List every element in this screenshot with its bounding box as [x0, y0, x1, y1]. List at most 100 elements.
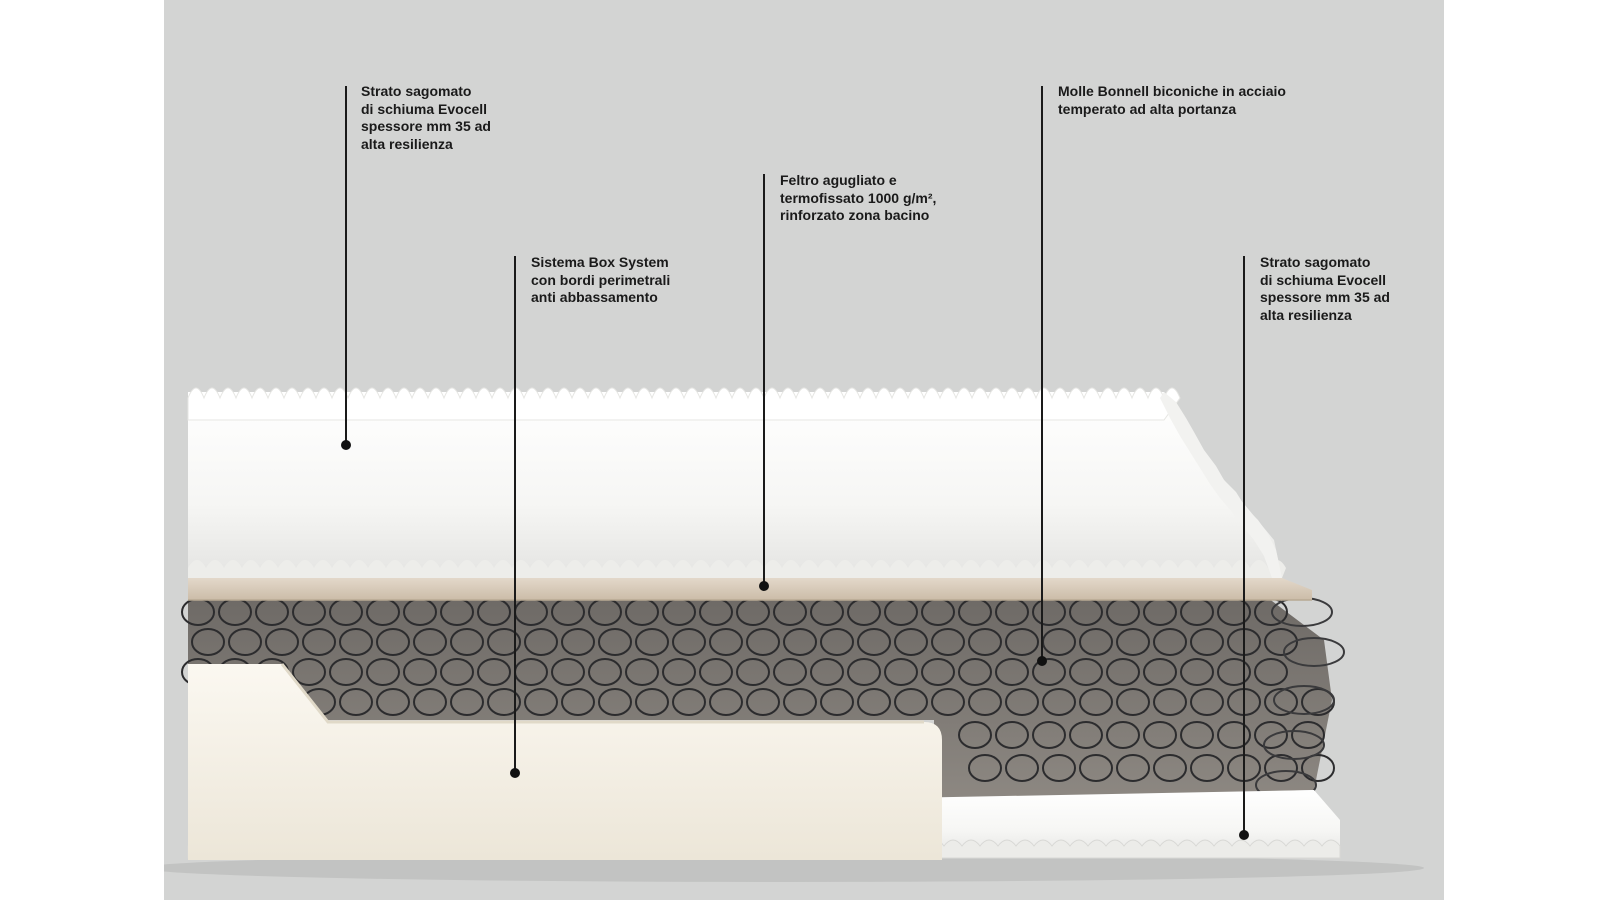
spring-coil	[736, 658, 770, 686]
spring-coil	[857, 628, 891, 656]
spring-coil	[931, 628, 965, 656]
spring-coil	[339, 688, 373, 716]
spring-coil	[524, 628, 558, 656]
spring-coil	[1264, 688, 1298, 716]
spring-coil	[1143, 721, 1177, 749]
marker-bottom-foam-right	[1239, 830, 1249, 840]
top-foam-underside	[188, 560, 1286, 578]
top-foam-profile	[187, 387, 1181, 421]
spring-coil	[1264, 628, 1298, 656]
spring-coil	[598, 688, 632, 716]
spring-coil	[1217, 658, 1251, 686]
callout-line: alta resilienza	[361, 135, 453, 152]
spring-coil	[191, 628, 225, 656]
callout-line: di schiuma Evocell	[361, 100, 488, 117]
top-foam-layer	[188, 392, 1282, 578]
spring-coil	[292, 658, 326, 686]
spring-coil	[968, 628, 1002, 656]
spring-coil	[773, 658, 807, 686]
mattress-illustration	[164, 387, 1424, 882]
spring-coil	[1190, 754, 1224, 782]
spring-coil	[1042, 754, 1076, 782]
spring-coil	[302, 628, 336, 656]
spring-coil	[1116, 688, 1150, 716]
callout-line: Feltro agugliato e	[780, 172, 897, 188]
spring-coil	[746, 688, 780, 716]
box-system-frame	[188, 664, 942, 860]
leader-line-felt	[763, 174, 765, 584]
spring-coil	[672, 688, 706, 716]
spring-coil	[588, 658, 622, 686]
spring-coil	[1190, 688, 1224, 716]
spring-coil	[413, 628, 447, 656]
spring-coil	[450, 688, 484, 716]
spring-coil	[1069, 658, 1103, 686]
spring-coil	[1254, 721, 1288, 749]
spring-coil	[635, 688, 669, 716]
callout-springs: Molle Bonnell biconiche in acciaio tempe…	[1058, 83, 1286, 118]
spring-coil	[995, 658, 1029, 686]
spring-coil	[450, 628, 484, 656]
spring-coil	[1042, 688, 1076, 716]
leader-line-box-system	[514, 256, 516, 772]
spring-coil	[1079, 754, 1113, 782]
spring-coil	[1032, 721, 1066, 749]
spring-coil	[1005, 754, 1039, 782]
floor-shadow	[164, 854, 1424, 882]
spring-coil	[598, 628, 632, 656]
spring-coil	[1042, 628, 1076, 656]
callout-line: temperato ad alta portanza	[1058, 100, 1237, 117]
top-foam-side	[1160, 392, 1282, 578]
spring-coil	[440, 658, 474, 686]
spring-coil	[746, 628, 780, 656]
spring-coil	[709, 688, 743, 716]
spring-coil	[1153, 754, 1187, 782]
marker-top-foam-left	[341, 440, 351, 450]
spring-coil	[524, 688, 558, 716]
spring-coil	[847, 658, 881, 686]
spring-coil	[561, 628, 595, 656]
spring-coil	[1153, 688, 1187, 716]
mattress-cross-section-figure: Strato sagomato di schiuma Evocell spess…	[164, 0, 1444, 900]
callout-line: Molle Bonnell biconiche in acciaio	[1058, 83, 1286, 99]
spring-coil	[1079, 688, 1113, 716]
spring-coil	[921, 658, 955, 686]
marker-felt	[759, 581, 769, 591]
spring-coil	[1254, 658, 1288, 686]
callout-line: termofissato 1000 g/m²,	[780, 189, 937, 206]
spring-coil	[1116, 754, 1150, 782]
spring-coil	[968, 754, 1002, 782]
spring-coil	[1005, 688, 1039, 716]
spring-coil	[1079, 628, 1113, 656]
spring-coil	[1301, 754, 1335, 782]
spring-coil	[1264, 754, 1298, 782]
spring-coil	[265, 628, 299, 656]
spring-coil	[672, 628, 706, 656]
spring-coil	[820, 688, 854, 716]
spring-coil	[487, 688, 521, 716]
callout-line: Strato sagomato	[1260, 254, 1371, 270]
spring-coil	[1217, 721, 1251, 749]
spring-coil	[958, 658, 992, 686]
callout-line: rinforzato zona bacino	[780, 207, 930, 223]
spring-coil	[551, 658, 585, 686]
leader-line-bottom-foam-right	[1243, 256, 1245, 834]
spring-coil	[699, 658, 733, 686]
box-system-frame-edge	[280, 663, 924, 724]
spring-coil	[783, 688, 817, 716]
spring-coil	[884, 658, 918, 686]
spring-coil	[1153, 628, 1187, 656]
leader-line-springs	[1041, 86, 1043, 660]
spring-end-coil	[1283, 637, 1345, 667]
callout-line: anti abbassamento	[531, 289, 658, 305]
callout-line: di schiuma Evocell	[1260, 271, 1387, 288]
spring-coil	[1106, 721, 1140, 749]
spring-coil	[1180, 658, 1214, 686]
spring-coil	[958, 721, 992, 749]
spring-coil	[820, 628, 854, 656]
spring-coil	[931, 688, 965, 716]
callout-line: Sistema Box System	[531, 254, 669, 270]
spring-coil	[366, 658, 400, 686]
spring-coil	[810, 658, 844, 686]
spring-coil	[487, 628, 521, 656]
